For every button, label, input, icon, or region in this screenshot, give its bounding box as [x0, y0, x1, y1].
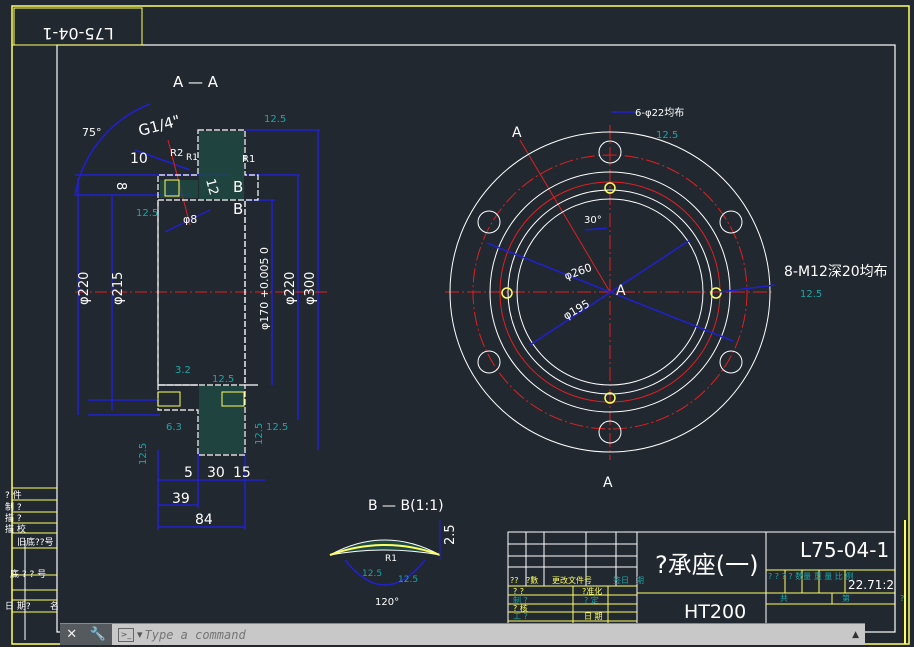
scale: 22.71:2 — [848, 578, 894, 592]
phi220-left: φ220 — [77, 272, 92, 305]
roughness-mark: 12.5 — [212, 374, 234, 385]
roughness-mark: 3.2 — [175, 365, 191, 376]
center-a-mark: A — [616, 283, 626, 299]
row-label: 日 期 — [584, 612, 603, 621]
side-label: ? 件 — [5, 489, 22, 501]
command-input[interactable] — [142, 626, 747, 643]
drawing-frame — [11, 5, 910, 645]
roughness-mark: 12.5 — [398, 575, 418, 585]
phi8: φ8 — [183, 213, 197, 226]
phi195: φ195 — [561, 297, 592, 322]
command-prompt[interactable]: >_ ▾ — [118, 627, 143, 642]
rev-header: 签日 — [613, 575, 629, 585]
chevron-down-icon[interactable]: ▾ — [137, 628, 143, 641]
side-label: 旧底??号 — [17, 536, 54, 548]
dim-84: 84 — [195, 512, 213, 528]
roughness-mark: 12.5 — [362, 569, 382, 579]
holes-note: 6-φ22均布 — [635, 107, 684, 119]
r2-label: R2 — [170, 148, 183, 159]
command-line-tools: ✕ 🔧 — [60, 624, 112, 645]
roughness-mark: 12.5 — [656, 130, 678, 141]
dim-10: 10 — [130, 151, 148, 167]
angle-75: 75° — [82, 126, 102, 139]
sheets-total: 共 — [780, 594, 788, 603]
wrench-icon[interactable]: 🔧 — [89, 627, 106, 642]
phi220-right: φ220 — [283, 272, 298, 305]
material: HT200 — [684, 601, 746, 623]
phi170: φ170 +0.005 0 — [258, 247, 271, 330]
section-bb-label: B — B(1:1) — [368, 498, 444, 514]
side-label: 底 ? ? 号 — [10, 568, 46, 580]
section-a-mark-top: A — [512, 125, 522, 141]
section-aa-view: A — A — [74, 73, 330, 530]
section-b-mark: B — [233, 200, 243, 218]
bb-r1: R1 — [385, 554, 397, 564]
roughness-mark: 12.5 — [254, 423, 265, 445]
rev-header: ?數 — [526, 575, 538, 585]
dim-15: 15 — [233, 465, 251, 481]
thread-label: G1/4" — [136, 111, 182, 139]
dim-8: 8 — [113, 182, 128, 190]
dim-30: 30 — [207, 465, 225, 481]
tapped-holes-note: 8-M12深20均布 — [784, 264, 888, 280]
rev-header: 期 — [636, 576, 644, 585]
roughness-mark: 12.5 — [266, 422, 288, 433]
chevron-up-icon[interactable]: ▲ — [852, 629, 859, 640]
close-icon[interactable]: ✕ — [66, 627, 78, 642]
command-line: ✕ 🔧 >_ ▾ ▲ — [60, 623, 865, 645]
section-bb-view — [329, 520, 441, 586]
command-prompt-icon[interactable]: >_ — [118, 627, 134, 642]
roughness-mark: 6.3 — [166, 422, 182, 433]
part-name: ?承座(一) — [655, 551, 758, 579]
side-label: 制 ? — [5, 501, 22, 513]
r1-label: R1 — [242, 154, 255, 165]
section-aa-label: A — A — [173, 73, 219, 91]
side-label: 描 ? — [5, 512, 22, 524]
dim-39: 39 — [172, 491, 190, 507]
sheet-number: 第 — [842, 593, 850, 603]
row-label: ? 核 — [513, 603, 528, 613]
roughness-mark: 12.5 — [136, 208, 158, 219]
roughness-mark: 12.5 — [800, 289, 822, 300]
r1-label: R1 — [186, 153, 198, 163]
roughness-mark: 12.5 — [138, 443, 149, 465]
side-label: 描 校 — [5, 523, 26, 535]
phi215: φ215 — [111, 272, 126, 305]
side-table — [12, 487, 57, 640]
dim-12: 12 — [202, 177, 221, 197]
section-b-mark: B — [233, 178, 243, 196]
section-a-mark-bottom: A — [603, 475, 613, 491]
drawing-number: L75-04-1 — [800, 538, 889, 562]
plan-view — [445, 111, 776, 460]
sheet-unit: ? — [900, 594, 904, 603]
phi300: φ300 — [303, 272, 318, 305]
side-label: 日 期? — [5, 601, 31, 612]
row-label: ?准化 — [582, 586, 602, 596]
dim-5: 5 — [184, 465, 193, 481]
rev-header: ?? — [510, 576, 519, 585]
row-label: ? ? — [513, 587, 524, 596]
dim-2-5: 2.5 — [443, 524, 458, 545]
stage-headers: ? ? ? ? 数量 重 量 比 例 — [768, 571, 853, 581]
angle-120: 120° — [375, 597, 399, 608]
row-label: 工 ? — [513, 612, 528, 621]
side-label: 名 — [50, 600, 59, 612]
angle-30: 30° — [584, 215, 602, 226]
row-label: 制 ? — [513, 595, 528, 605]
row-label: ? 定 — [584, 595, 599, 605]
rev-header: 更改文件号 — [552, 575, 592, 585]
flipped-drawing-number: L75-04-1 — [42, 24, 113, 43]
roughness-mark: 12.5 — [264, 114, 286, 125]
